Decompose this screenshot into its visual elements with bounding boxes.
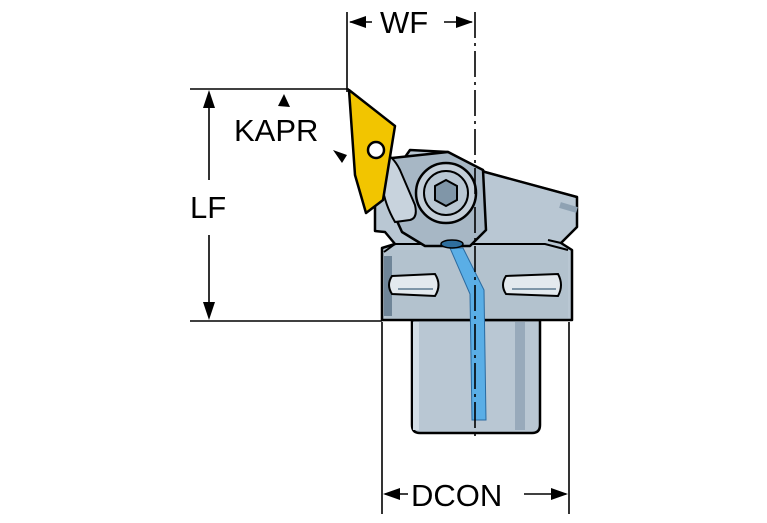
arrow-left-icon (383, 488, 400, 500)
kapr-arrow-top-icon (278, 94, 290, 107)
cutting-insert (347, 88, 397, 215)
coolant-channel (440, 239, 487, 421)
arrow-down-icon (203, 302, 215, 320)
dimension-lines (190, 12, 570, 514)
dimension-arrows (203, 16, 568, 500)
wf-label: WF (380, 5, 428, 40)
screw (414, 161, 478, 225)
lf-label: LF (190, 190, 226, 225)
kapr-label: KAPR (234, 113, 318, 148)
arrow-up-icon (203, 90, 215, 108)
dcon-label: DCON (411, 478, 502, 513)
arrow-right-icon (551, 488, 568, 500)
hex-socket-icon (434, 178, 458, 208)
kapr-arrow-bottom-icon (333, 150, 347, 163)
arrow-right-icon (456, 16, 473, 28)
side-slots (388, 272, 562, 298)
arrow-left-icon (349, 16, 366, 28)
